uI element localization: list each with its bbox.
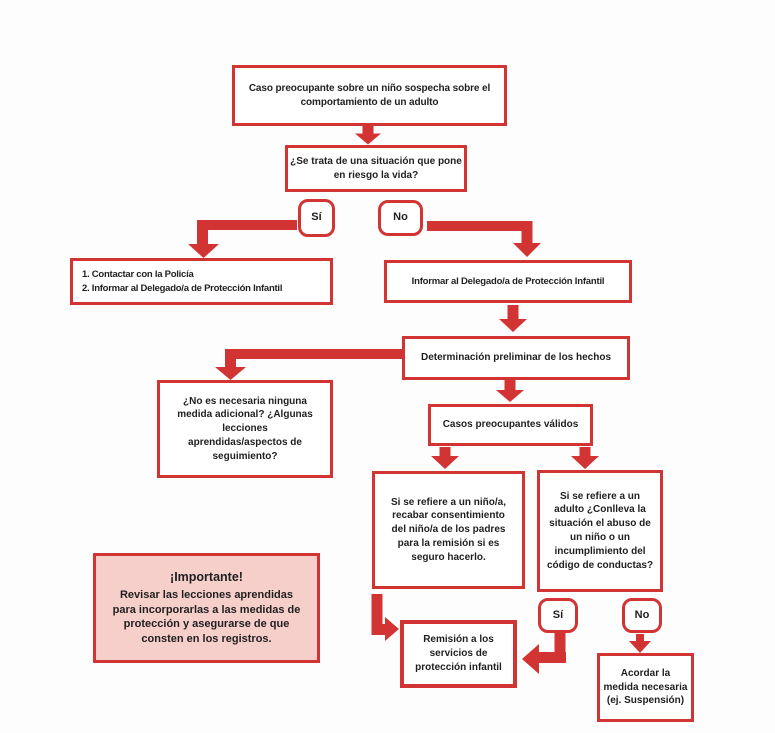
arrow-no1-to-informar: [427, 221, 541, 257]
arrow-casos-to-adulto: [571, 447, 599, 469]
node-riesgo-vida: ¿Se trata de una situación que pone en r…: [285, 145, 467, 192]
node-no-1: No: [378, 200, 423, 236]
node-riesgo-vida-label: ¿Se trata de una situación que pone en r…: [290, 155, 462, 181]
node-importante-title: ¡Importante!: [170, 570, 243, 585]
node-medida-adicional: ¿No es necesaria ninguna medida adiciona…: [157, 380, 333, 478]
node-informar-delegado-label: Informar al Delegado/a de Protección Inf…: [411, 275, 605, 287]
node-remision-servicios-label: Remisión a los servicios de protección i…: [415, 634, 502, 673]
node-casos-validos-label: Casos preocupantes válidos: [442, 419, 579, 431]
node-no-2: No: [622, 598, 662, 633]
arrow-no2-to-acordar: [629, 634, 651, 653]
node-si-2-label: Sí: [552, 608, 564, 621]
node-policia-lines: 1. Contactar con la Policía 2. Informar …: [82, 268, 282, 294]
node-remision-servicios: Remisión a los servicios de protección i…: [400, 620, 517, 688]
node-no-2-label: No: [634, 608, 650, 621]
arrow-nino-to-remision: [371, 594, 399, 641]
node-si-2: Sí: [538, 598, 578, 633]
node-policia: 1. Contactar con la Policía 2. Informar …: [70, 258, 333, 305]
node-caso-preocupante: Caso preocupante sobre un niño sospecha …: [232, 65, 507, 126]
arrow-si1-to-policia: [188, 220, 297, 258]
node-refiere-nino: Si se refiere a un niño/a, recabar conse…: [372, 471, 525, 589]
node-policia-line1: 1. Contactar con la Policía: [82, 269, 194, 281]
node-medida-adicional-label: ¿No es necesaria ninguna medida adiciona…: [177, 395, 313, 462]
arrow-determinacion-to-medida: [215, 349, 402, 380]
node-importante: ¡Importante! Revisar las lecciones apren…: [93, 553, 320, 663]
node-importante-body: Revisar las lecciones aprendidas para in…: [112, 588, 301, 646]
node-refiere-adulto: Si se refiere a un adulto ¿Conlleva la s…: [537, 470, 663, 592]
node-refiere-adulto-label: Si se refiere a un adulto ¿Conlleva la s…: [546, 490, 654, 571]
arrow-si2-to-remision: [522, 633, 566, 674]
node-acordar-medida: Acordar la medida necesaria (ej. Suspens…: [597, 653, 694, 722]
arrow-caso-to-riesgo: [355, 125, 381, 145]
node-caso-preocupante-label: Caso preocupante sobre un niño sospecha …: [248, 82, 491, 108]
arrow-determinacion-to-casos: [496, 380, 524, 402]
node-casos-validos: Casos preocupantes válidos: [428, 404, 593, 446]
node-si-1-label: Sí: [311, 211, 322, 224]
node-si-1: Sí: [298, 199, 335, 237]
node-policia-line2: 2. Informar al Delegado/a de Protección …: [82, 282, 283, 294]
node-acordar-medida-label: Acordar la medida necesaria (ej. Suspens…: [603, 667, 688, 707]
node-determinacion-label: Determinación preliminar de los hechos: [420, 352, 612, 364]
node-informar-delegado: Informar al Delegado/a de Protección Inf…: [384, 260, 632, 303]
node-no-1-label: No: [393, 211, 408, 224]
arrow-casos-to-nino: [431, 447, 459, 469]
arrow-informar-to-determinacion: [499, 305, 527, 332]
node-determinacion: Determinación preliminar de los hechos: [402, 336, 630, 380]
node-refiere-nino-label: Si se refiere a un niño/a, recabar conse…: [390, 496, 507, 563]
